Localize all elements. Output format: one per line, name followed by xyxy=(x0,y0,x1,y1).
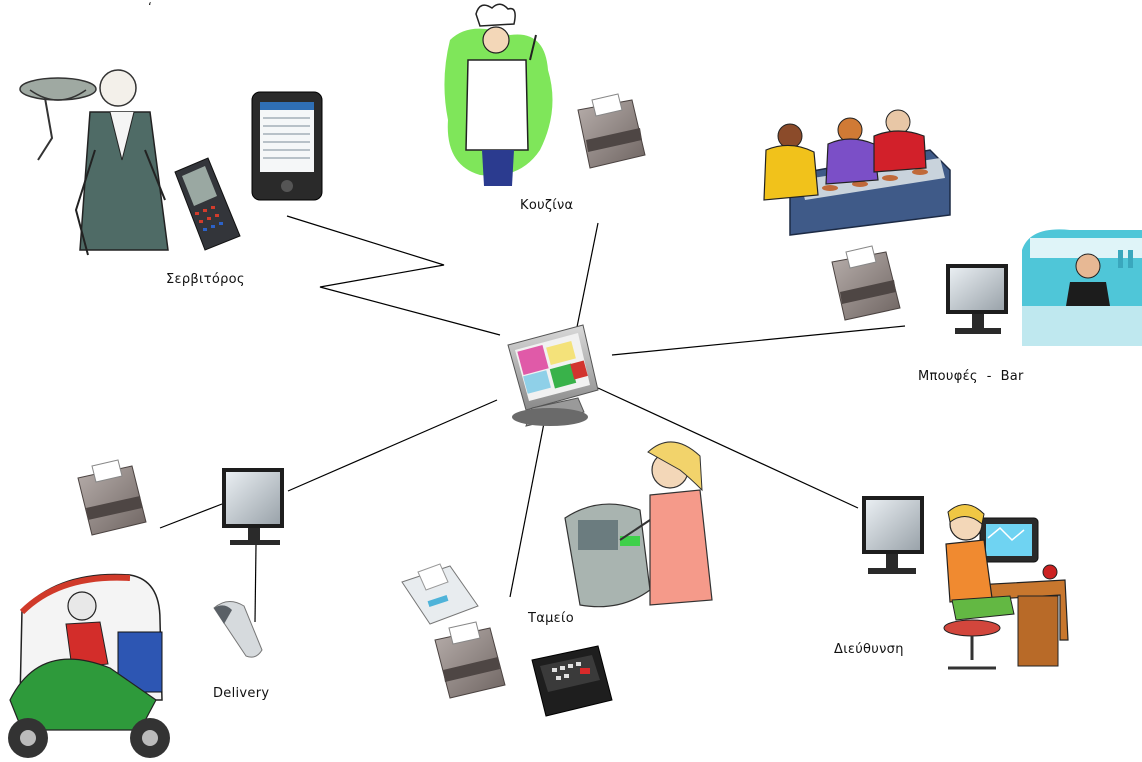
bar-printer-icon xyxy=(831,245,901,321)
receipt-printer-small-icon xyxy=(401,563,479,625)
connection-lines xyxy=(159,215,906,623)
chef-figure xyxy=(444,3,553,186)
manager-desk-figure xyxy=(943,504,1069,670)
cashier-figure xyxy=(564,441,713,608)
management-label: Διεύθυνση xyxy=(834,642,904,657)
delivery-monitor-icon xyxy=(222,468,284,545)
pizza-scooter-figure xyxy=(8,573,170,758)
pda-icon xyxy=(251,91,323,201)
link-delivery-printer xyxy=(159,503,223,529)
waiter-figure xyxy=(19,69,169,256)
buffet-customers-figure xyxy=(763,109,951,236)
bar-monitor-icon xyxy=(946,264,1008,334)
delivery-printer-icon xyxy=(77,459,147,536)
bar-label: Μπουφές - Bar xyxy=(918,369,1024,384)
handheld-terminal-icon xyxy=(174,157,241,251)
management-monitor-icon xyxy=(862,496,924,574)
link-delivery xyxy=(287,399,498,492)
link-delivery-scanner xyxy=(254,544,257,623)
link-waiter xyxy=(286,215,501,336)
kitchen-printer-icon xyxy=(577,93,646,169)
waiter-label: Σερβιτόρος xyxy=(166,272,245,287)
link-cashier xyxy=(509,422,545,598)
link-bar xyxy=(611,325,906,356)
central-pos-terminal xyxy=(507,324,599,427)
delivery-label: Delivery xyxy=(213,686,270,701)
stray-mark: ʻ xyxy=(148,0,152,14)
cashier-label: Ταμείο xyxy=(528,611,574,626)
link-management xyxy=(597,387,859,509)
cash-register-icon xyxy=(531,645,613,717)
cashier-printer-icon xyxy=(434,621,506,699)
link-kitchen xyxy=(576,222,599,328)
bartender-figure xyxy=(1022,229,1142,346)
barcode-scanner-icon xyxy=(213,601,263,658)
kitchen-label: Κουζίνα xyxy=(520,198,574,213)
